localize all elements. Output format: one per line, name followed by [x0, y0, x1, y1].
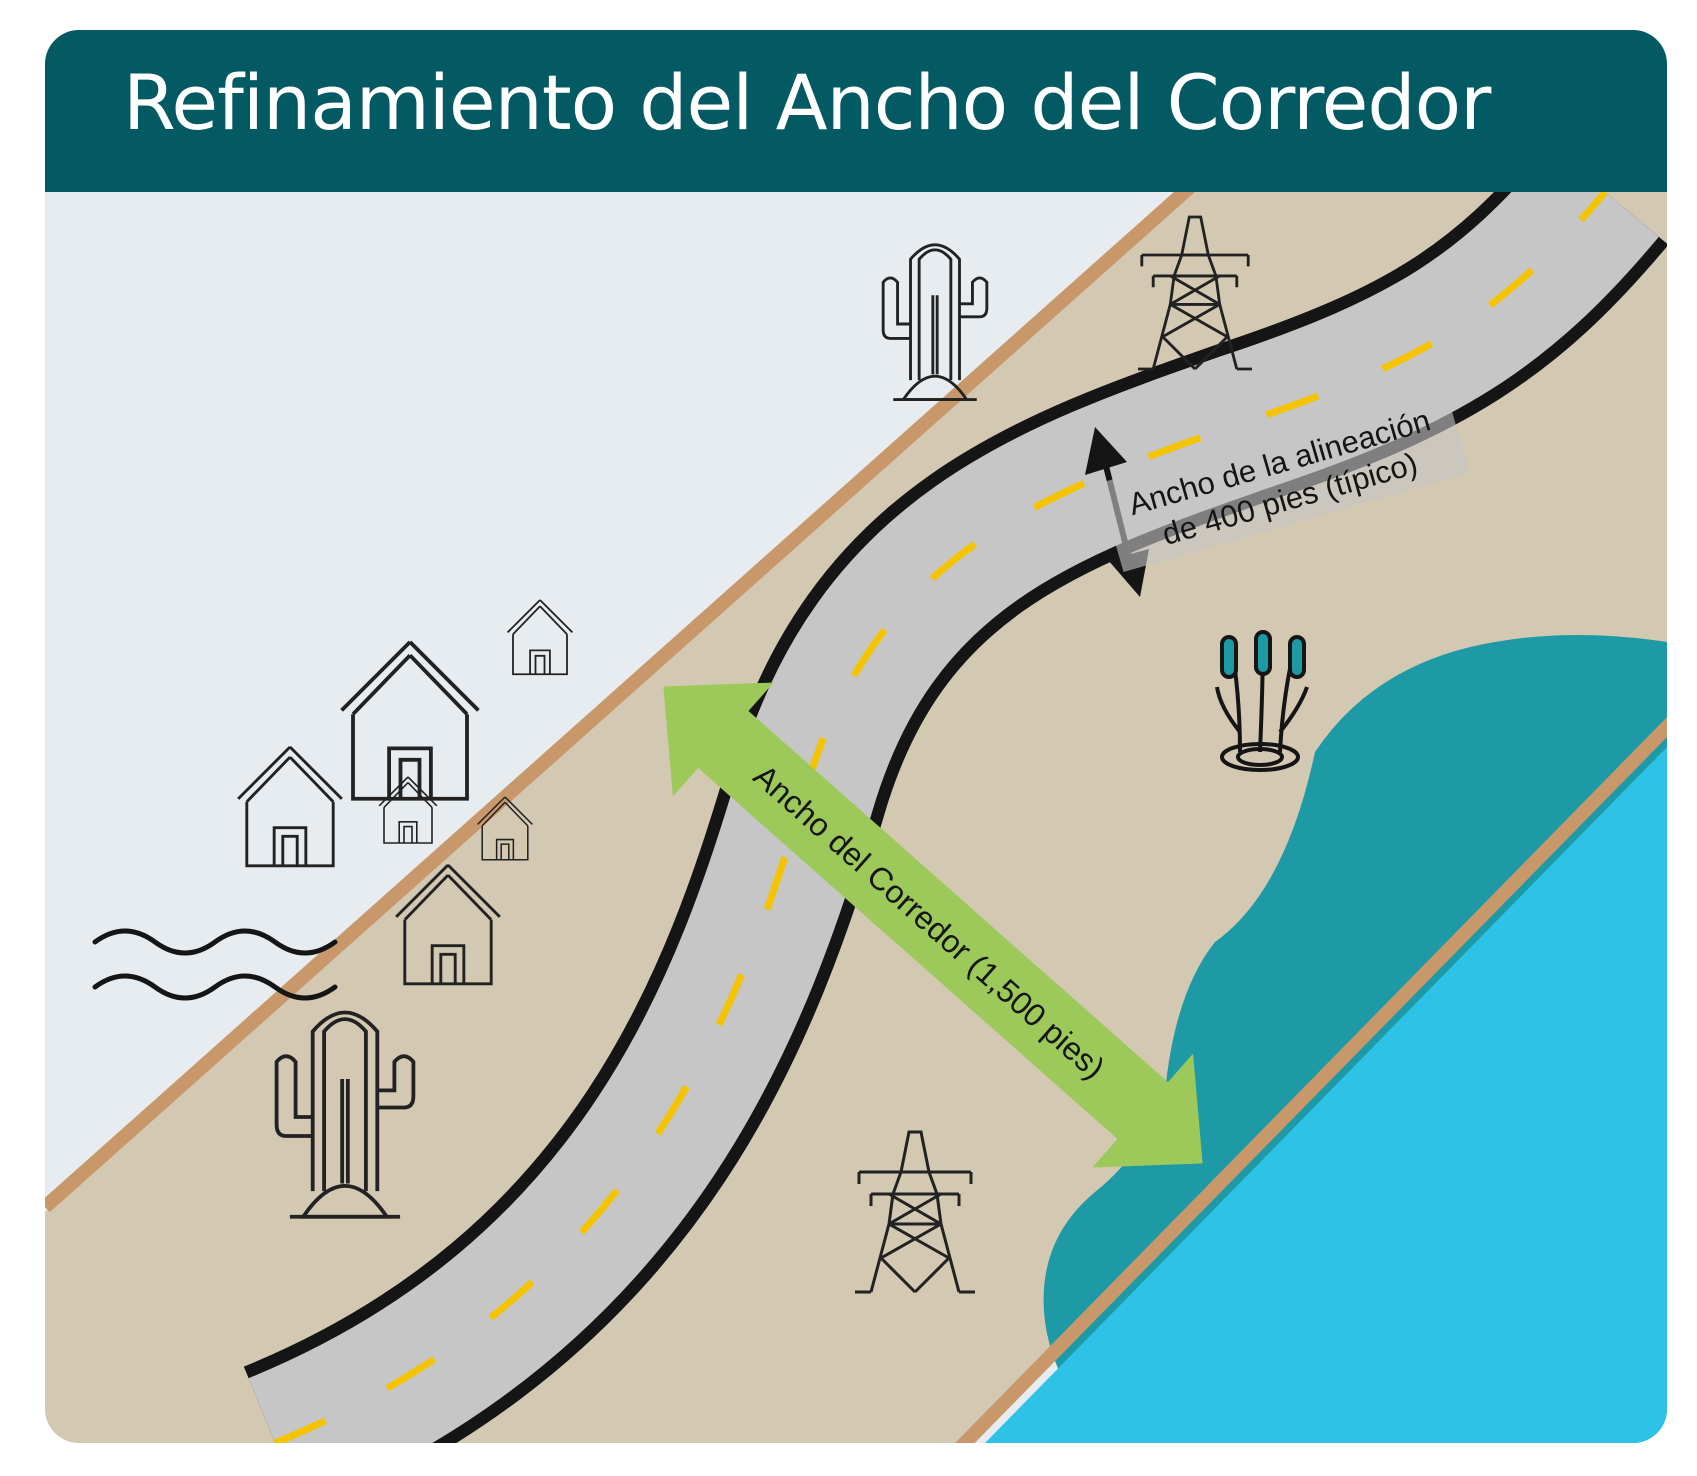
diagram-title: Refinamiento del Ancho del Corredor: [123, 58, 1491, 147]
floodplain-waves-icon: [92, 928, 338, 1001]
title-banner: Refinamiento del Ancho del Corredor: [45, 30, 1667, 192]
house-icon: [236, 745, 344, 868]
cattail-wetland-icon: [1215, 630, 1309, 772]
house-icon: [506, 599, 574, 676]
corridor-boundary-right: [955, 717, 1667, 1443]
diagram-card: Refinamiento del Ancho del Corredor: [45, 30, 1667, 1443]
road-center-line: [273, 192, 1608, 1443]
river: [985, 747, 1667, 1443]
house-icon: [339, 640, 481, 801]
corridor-scene: Ancho de la alineación de 400 pies (típi…: [45, 192, 1667, 1443]
corridor-boundary-left: [45, 192, 1195, 1213]
